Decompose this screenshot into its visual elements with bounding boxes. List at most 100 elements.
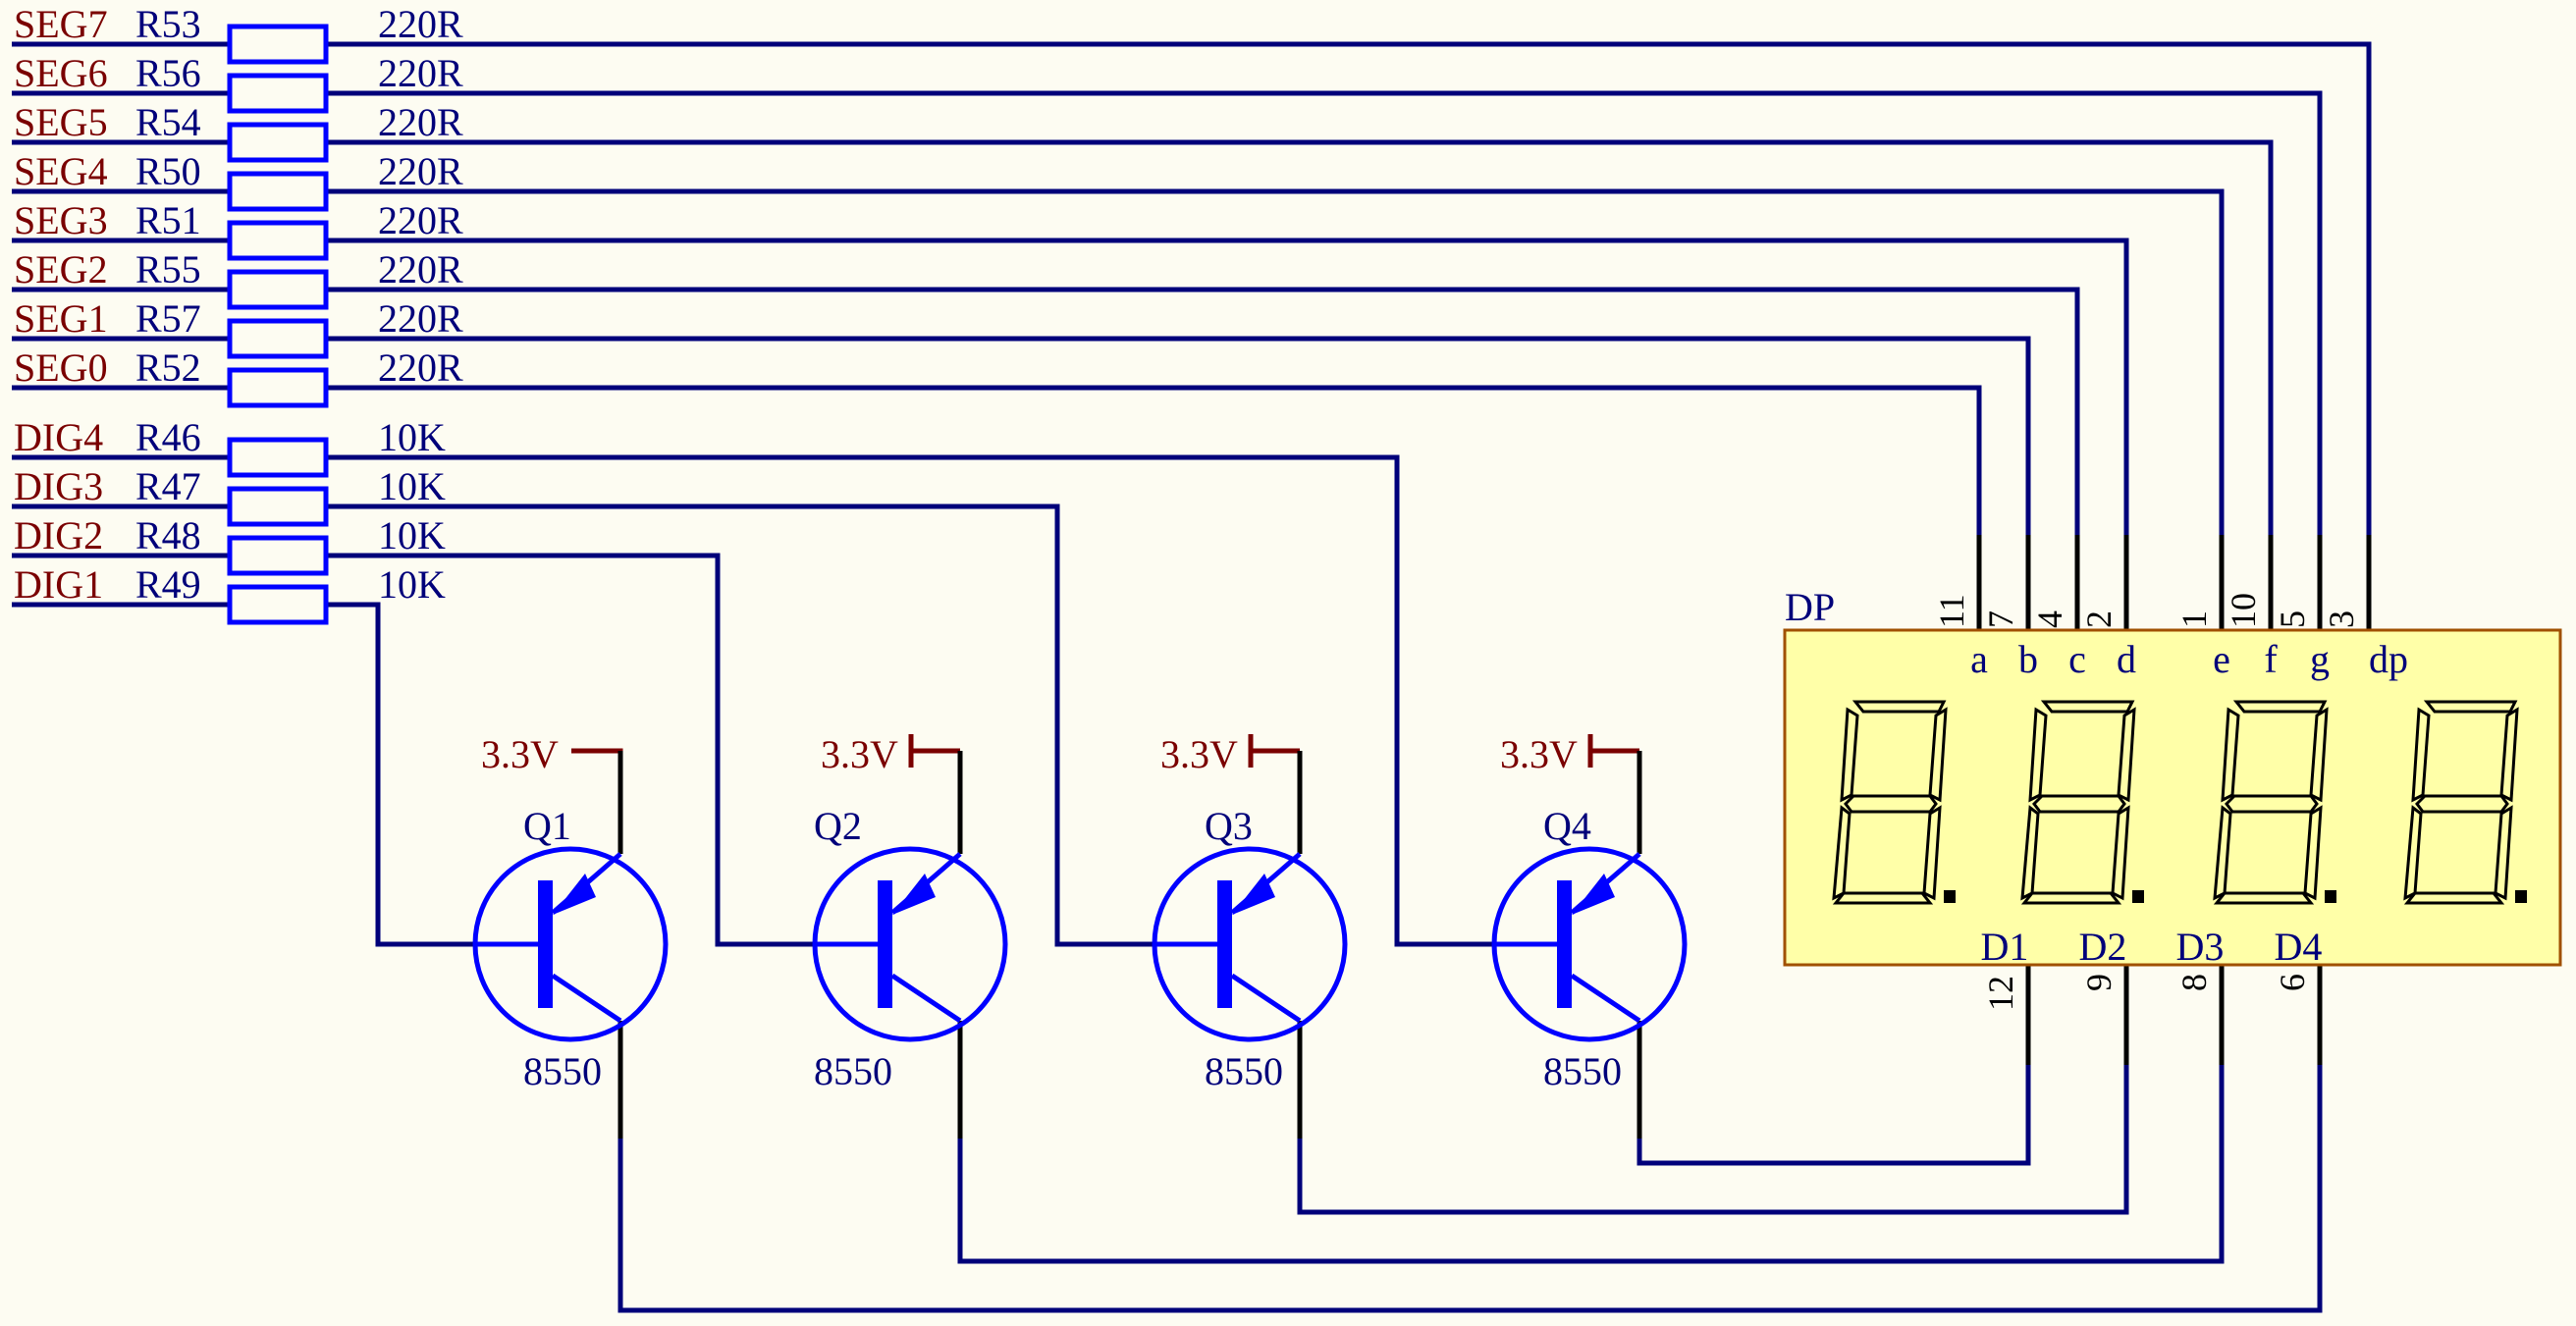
segment-label: e (2213, 637, 2230, 681)
net-label: DIG4 (14, 415, 103, 459)
wire-dig1-q1 (326, 602, 474, 947)
resistor-value: 10K (378, 562, 446, 607)
net-label: DIG1 (14, 562, 103, 607)
resistor-value: 220R (378, 2, 463, 46)
resistor-body (227, 486, 329, 527)
transistor-q4: 3.3V Q4 8550 (1491, 732, 1688, 1093)
transistor-part: 8550 (1543, 1049, 1622, 1093)
digit-glyph-4 (2403, 700, 2527, 905)
wire-dig2-q2 (326, 553, 814, 947)
resistor-r50: SEG4 R50 220R (14, 149, 463, 212)
resistor-body (227, 73, 329, 114)
wire-seg0-a (326, 385, 1982, 535)
net-label: SEG3 (14, 198, 108, 242)
resistor-body (227, 535, 329, 576)
pin-number: 2 (2079, 610, 2119, 628)
pin-number: 5 (2273, 610, 2312, 628)
base-bar (1217, 880, 1232, 1008)
resistor-value: 10K (378, 513, 446, 557)
pin-number: 6 (2273, 974, 2312, 991)
resistor-value: 220R (378, 51, 463, 95)
pin-number: 10 (2224, 593, 2263, 628)
resistor-r53: SEG7 R53 220R (14, 2, 463, 65)
resistor-body (227, 171, 329, 212)
resistor-r55: SEG2 R55 220R (14, 247, 463, 310)
resistor-body (227, 318, 329, 359)
resistor-value: 10K (378, 464, 446, 508)
resistor-ref: R55 (135, 247, 201, 292)
wire-seg1-b (326, 336, 2031, 535)
segment-letters: a b c d e f g dp (1970, 637, 2408, 681)
decimal-dot (2515, 890, 2527, 903)
base-bar (538, 880, 553, 1008)
transistor-ref: Q4 (1543, 804, 1591, 848)
pin-stubs (617, 535, 2372, 1139)
resistor-ref: R57 (135, 296, 201, 341)
supply-label: 3.3V (821, 732, 898, 776)
wire-dig4-q4 (326, 454, 1492, 947)
resistor-value: 220R (378, 149, 463, 193)
resistor-ref: R52 (135, 345, 201, 390)
digit-label: D1 (1981, 925, 2029, 969)
emitter-arrow-icon (1572, 874, 1615, 915)
wire-seg5-f (326, 139, 2274, 535)
transistor-ref: Q2 (814, 804, 862, 848)
segment-resistor-group: SEG7 R53 220R SEG6 R56 220R SEG5 R54 220… (14, 2, 463, 408)
segment-label: f (2264, 637, 2278, 681)
wire-seg3-d (326, 238, 2129, 535)
resistor-r47: DIG3 R47 10K (14, 464, 446, 527)
segment-label: d (2117, 637, 2136, 681)
resistor-body (227, 24, 329, 65)
pin-number: 12 (1981, 976, 2020, 1011)
digit-label: D4 (2275, 925, 2323, 969)
resistor-ref: R56 (135, 51, 201, 95)
resistor-value: 220R (378, 345, 463, 390)
resistor-r46: DIG4 R46 10K (14, 415, 446, 478)
base-bar (878, 880, 892, 1008)
resistor-value: 220R (378, 198, 463, 242)
segment-label: b (2018, 637, 2038, 681)
wire-q1-d4 (617, 1065, 2323, 1313)
wire-q2-d3 (957, 1065, 2225, 1264)
resistor-ref: R48 (135, 513, 201, 557)
resistor-ref: R49 (135, 562, 201, 607)
net-label: SEG7 (14, 2, 108, 46)
resistor-ref: R51 (135, 198, 201, 242)
digit-glyph-2 (2020, 700, 2144, 905)
power-flag (571, 748, 623, 815)
resistor-r52: SEG0 R52 220R (14, 345, 463, 408)
transistor-group: 3.3V Q1 8550 3.3V Q2 8550 (472, 732, 1688, 1093)
display-ref: DP (1785, 585, 1835, 629)
resistor-value: 10K (378, 415, 446, 459)
emitter-arrow-icon (1232, 874, 1275, 915)
segment-label: a (1970, 637, 1988, 681)
net-label: DIG2 (14, 513, 103, 557)
resistor-r49: DIG1 R49 10K (14, 562, 446, 625)
net-label: SEG0 (14, 345, 108, 390)
digit-resistor-group: DIG4 R46 10K DIG3 R47 10K DIG2 R48 10K D… (14, 415, 446, 625)
resistor-body (227, 220, 329, 261)
decimal-dot (2132, 890, 2144, 903)
supply-label: 3.3V (1500, 732, 1578, 776)
wire-q3-d2 (1297, 1065, 2129, 1215)
net-label: SEG2 (14, 247, 108, 292)
resistor-r54: SEG5 R54 220R (14, 100, 463, 163)
emitter-arrow-icon (553, 874, 596, 915)
net-label: SEG5 (14, 100, 108, 144)
base-bar (1557, 880, 1572, 1008)
resistor-value: 220R (378, 247, 463, 292)
decimal-dot (1944, 890, 1956, 903)
resistor-body (227, 437, 329, 478)
resistor-ref: R53 (135, 2, 201, 46)
resistor-body (227, 584, 329, 625)
resistor-ref: R47 (135, 464, 201, 508)
supply-label: 3.3V (1160, 732, 1238, 776)
resistor-body (227, 269, 329, 310)
digit-labels: D1 D2 D3 D4 (1981, 925, 2323, 969)
digit-label: D3 (2176, 925, 2225, 969)
segment-label: g (2310, 637, 2330, 681)
pin-number: 8 (2174, 974, 2214, 991)
net-label: SEG4 (14, 149, 108, 193)
seven-segment-display: DP 11 7 4 2 1 10 5 3 a b c d e f g dp D1… (1783, 585, 2562, 1011)
